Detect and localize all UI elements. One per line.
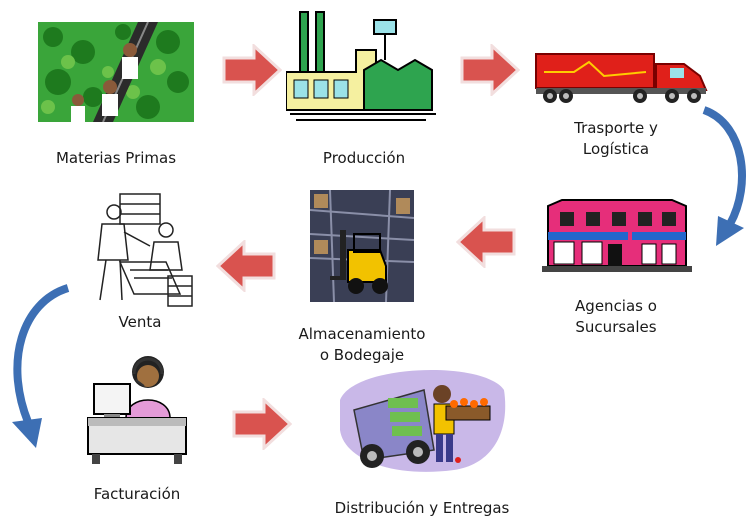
forklift-warehouse-icon bbox=[310, 190, 414, 302]
materias-primas-image bbox=[38, 22, 194, 122]
transporte-label: Trasporte y Logística bbox=[556, 118, 676, 160]
materias-primas-label: Materias Primas bbox=[55, 149, 177, 167]
storefront-icon bbox=[542, 199, 692, 272]
sales-meeting-icon bbox=[97, 193, 193, 307]
flow-arrow-right-2 bbox=[460, 44, 520, 96]
agencias-label: Agencias o Sucursales bbox=[546, 296, 686, 338]
delivery-person-icon bbox=[340, 369, 506, 472]
flow-arrow-left-2 bbox=[216, 240, 276, 292]
agencias-image bbox=[542, 198, 692, 278]
factory-icon bbox=[286, 11, 436, 121]
almacenamiento-image bbox=[310, 190, 414, 302]
curved-arrow-right bbox=[700, 104, 754, 254]
distribucion-label: Distribución y Entregas bbox=[334, 499, 510, 517]
flow-arrow-right-3 bbox=[232, 398, 292, 450]
farm-workers-icon bbox=[38, 22, 194, 122]
venta-label: Venta bbox=[118, 313, 162, 331]
transporte-label-line-1: Trasporte y bbox=[574, 119, 658, 137]
transporte-image bbox=[534, 50, 710, 106]
agencias-label-line-1: Agencias o bbox=[575, 297, 657, 315]
distribucion-image bbox=[334, 360, 510, 480]
flow-arrow-left-1 bbox=[456, 216, 516, 268]
curved-arrow-left bbox=[2, 282, 76, 454]
transporte-label-line-2: Logística bbox=[582, 140, 650, 158]
venta-image bbox=[80, 190, 200, 312]
almacenamiento-label-line-2: o Bodegaje bbox=[319, 346, 405, 364]
flow-arrow-right-1 bbox=[222, 44, 282, 96]
facturacion-image bbox=[86, 350, 190, 466]
almacenamiento-label: Almacenamiento o Bodegaje bbox=[292, 324, 432, 366]
truck-icon bbox=[535, 53, 708, 103]
produccion-image bbox=[286, 10, 442, 128]
almacenamiento-label-line-1: Almacenamiento bbox=[298, 325, 426, 343]
produccion-label: Producción bbox=[322, 149, 406, 167]
call-center-agent-icon bbox=[87, 356, 187, 464]
agencias-label-line-2: Sucursales bbox=[575, 318, 657, 336]
facturacion-label: Facturación bbox=[93, 485, 181, 503]
